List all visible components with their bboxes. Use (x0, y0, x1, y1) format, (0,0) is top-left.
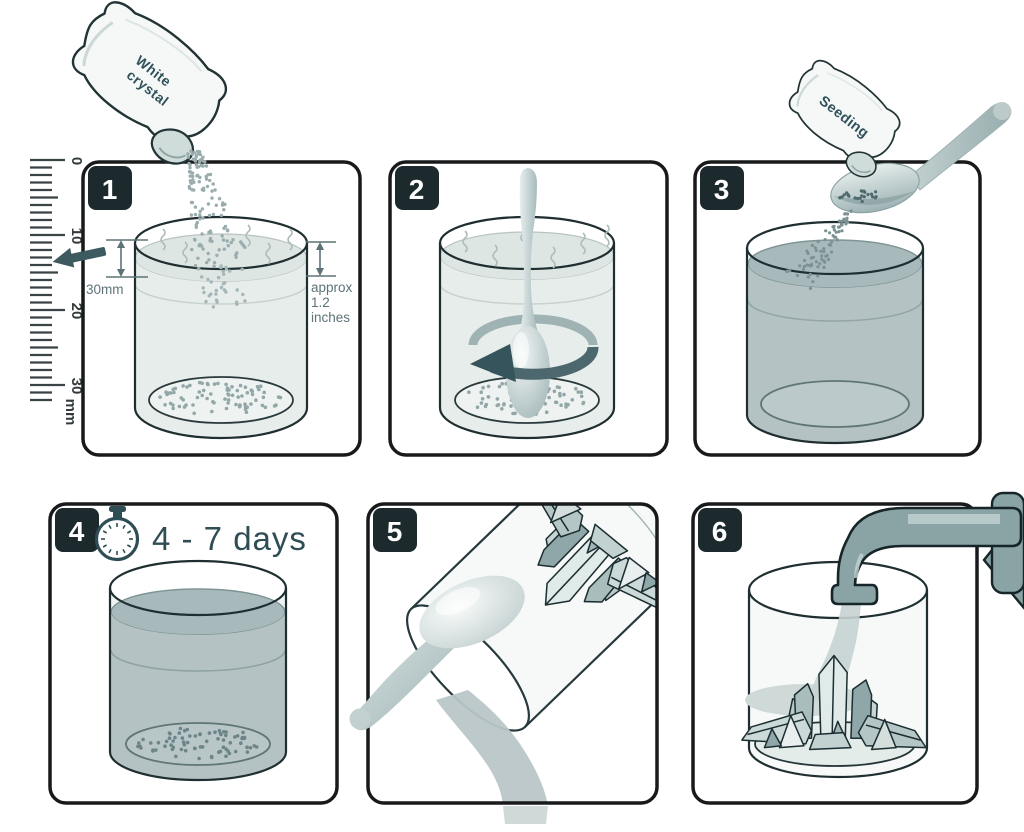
step-number-badge (373, 508, 417, 552)
step-number-badge (55, 508, 99, 552)
stir-arrowhead-icon (470, 344, 516, 382)
approx-label-2: 1.2 (311, 295, 330, 310)
stopwatch-icon (94, 506, 140, 562)
step-5-panel: 5 (349, 502, 659, 824)
approx-label-1: approx (311, 280, 353, 295)
jar-icon (108, 559, 288, 782)
step-2-panel: 2 (388, 160, 669, 457)
ruler-label-30: 30 (68, 378, 85, 395)
powder-dots (158, 380, 283, 416)
step-3-panel: 3 Seeding (693, 51, 1012, 457)
step-6-panel: 6 (691, 491, 1024, 805)
jar-icon (745, 220, 925, 445)
approx-measure (306, 241, 336, 277)
falling-powder-stream-2 (200, 264, 247, 309)
jar-icon (133, 215, 309, 440)
step-number: 6 (712, 516, 729, 547)
ruler-label-10: 10 (68, 228, 85, 245)
ruler-label-0: 0 (68, 157, 85, 165)
approx-label-3: inches (311, 310, 350, 325)
step-number: 1 (102, 174, 119, 205)
ruler-ticks (30, 158, 65, 402)
ruler-pointer-arrow-icon (52, 247, 107, 268)
step-1-panel: 30mm approx 1.2 inches 1 White crystal (50, 0, 362, 457)
step-number: 4 (69, 516, 86, 547)
seeding-bag-icon: Seeding (773, 51, 914, 185)
seed-dots-on-spoon (838, 189, 878, 204)
step-number: 5 (387, 516, 404, 547)
step-number-badge (698, 508, 742, 552)
duration-label: 4 - 7 days (152, 520, 307, 557)
depth-measure (106, 239, 148, 278)
depth-label: 30mm (86, 282, 124, 297)
step-number-badge (700, 166, 744, 210)
step-number: 3 (714, 174, 731, 205)
falling-seeds-stream (785, 209, 853, 290)
seed-crystal-dots (136, 726, 259, 761)
ruler: 0 10 20 30 mm (30, 157, 85, 426)
falling-powder-stream (186, 149, 247, 271)
teaspoon-icon (830, 102, 1012, 214)
spoon-icon (349, 575, 525, 731)
poured-liquid-stream (436, 690, 548, 803)
step-number-badge (88, 166, 132, 210)
ruler-label-20: 20 (68, 303, 85, 320)
step-4-panel: 4 4 - 7 days (48, 502, 339, 805)
step-number-badge (395, 166, 439, 210)
tap-icon (830, 491, 1024, 610)
stream-below-border (503, 806, 548, 824)
ruler-unit-label: mm (62, 399, 79, 426)
step-number: 2 (409, 174, 426, 205)
white-crystal-bag-icon: White crystal (50, 0, 245, 174)
